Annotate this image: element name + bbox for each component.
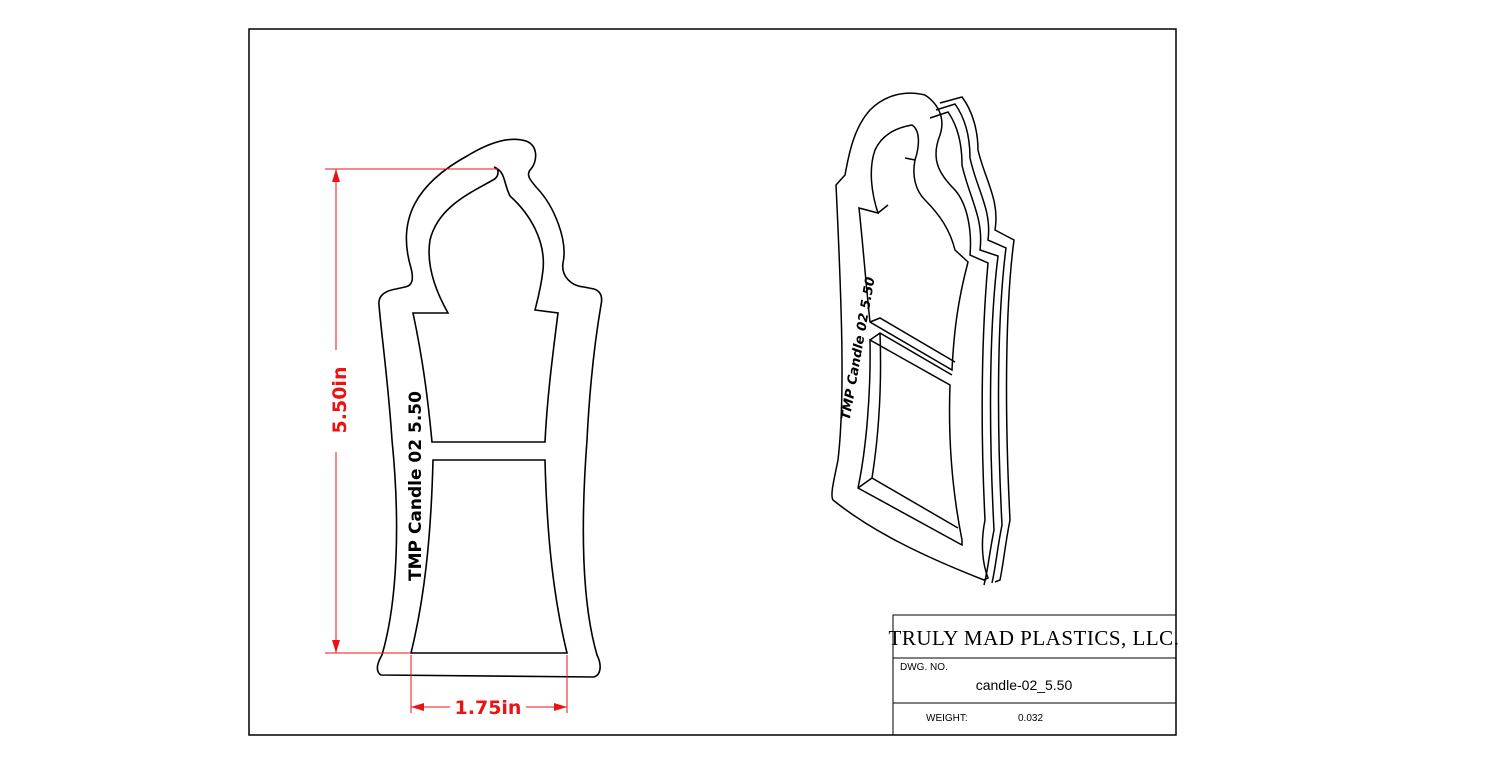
weight-label: WEIGHT: <box>926 713 968 724</box>
dwg-no-value: candle-02_5.50 <box>976 677 1073 693</box>
iso-upper-depth <box>869 157 956 363</box>
height-dimension-label: 5.50in <box>329 367 351 434</box>
iso-lower-depth <box>857 332 959 529</box>
sheet-border <box>248 28 1177 736</box>
company-name: TRULY MAD PLASTICS, LLC. <box>889 626 1180 650</box>
front-lower-opening <box>409 459 569 654</box>
width-dimension-label: 1.75in <box>455 697 522 719</box>
front-view <box>376 138 603 678</box>
height-dimension <box>325 168 498 654</box>
iso-engraving-text: TMP Candle 02 5.50 <box>839 275 878 423</box>
width-dimension <box>410 655 568 713</box>
front-engraving-text: TMP Candle 02 5.50 <box>406 391 426 581</box>
iso-back-layer-3 <box>939 96 1015 583</box>
dwg-no-label: DWG. NO. <box>900 662 948 673</box>
title-block <box>892 614 1177 736</box>
iso-back-layer-2 <box>935 103 1007 584</box>
iso-back-layer-1 <box>929 111 999 586</box>
front-outer-outline <box>376 138 603 678</box>
iso-lower-opening <box>857 338 963 547</box>
isometric-view <box>831 92 1015 586</box>
iso-upper-opening <box>858 124 969 372</box>
weight-value: 0.032 <box>1018 713 1043 724</box>
front-upper-opening <box>412 166 559 443</box>
iso-front-outline <box>831 92 989 581</box>
